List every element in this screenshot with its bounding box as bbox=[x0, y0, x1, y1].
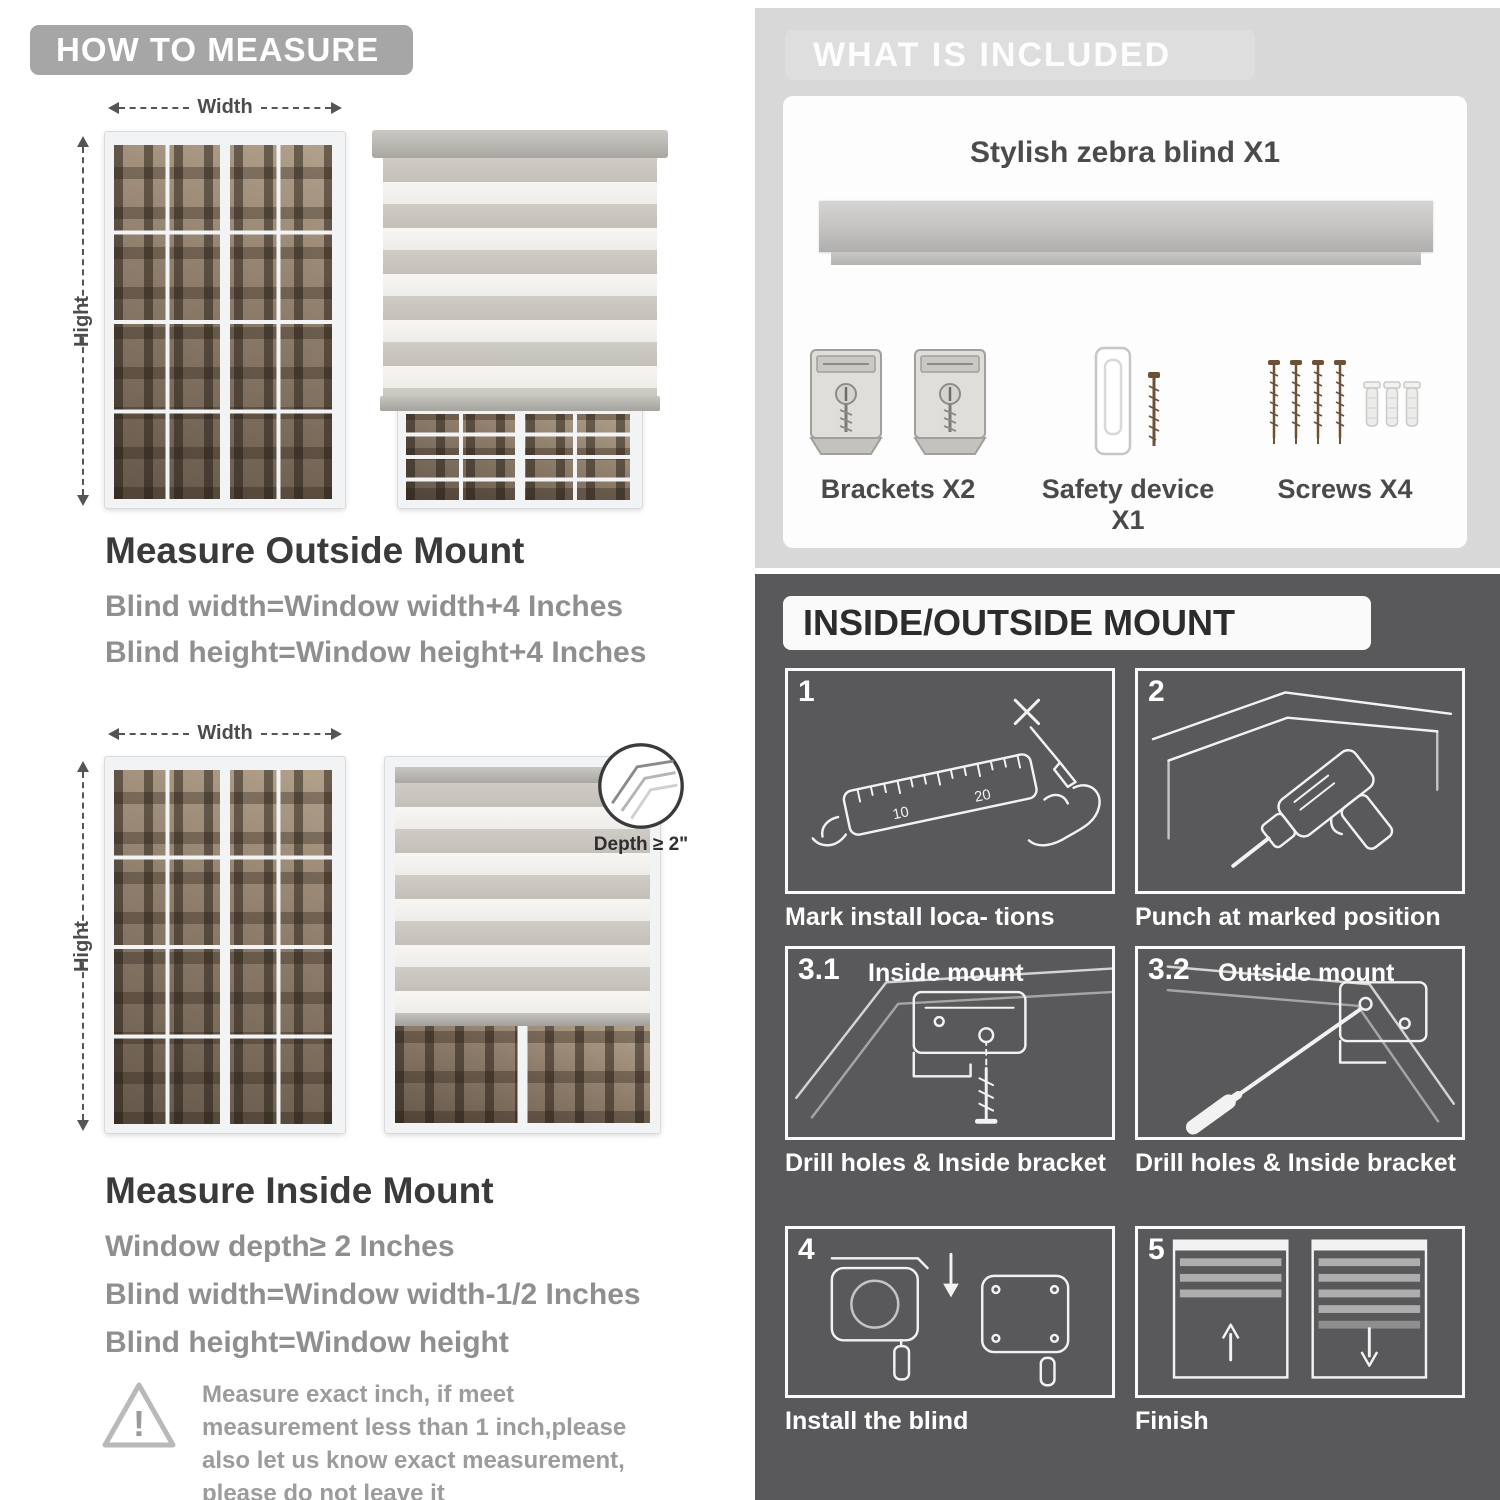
brackets-label: Brackets X2 bbox=[820, 474, 976, 504]
step-caption: Mark install loca- tions bbox=[785, 903, 1055, 931]
inside-mount-rule-3: Blind height=Window height bbox=[105, 1326, 509, 1359]
mount-header: INSIDE/OUTSIDE MOUNT bbox=[783, 596, 1371, 650]
safety-device-icon bbox=[1094, 346, 1160, 456]
arrow-down-icon bbox=[77, 495, 89, 506]
measure-warning: ! Measure exact inch, if meet measuremen… bbox=[100, 1378, 690, 1500]
screws-label: Screws X4 bbox=[1277, 474, 1413, 504]
height-label: Hight bbox=[71, 920, 94, 972]
window-lower-photo bbox=[395, 1026, 650, 1123]
window-under-blind bbox=[398, 402, 642, 508]
svg-text:!: ! bbox=[133, 1403, 145, 1444]
window-photo-outside bbox=[105, 132, 345, 508]
step-1-box: 10 20 1 bbox=[785, 668, 1115, 894]
blind-cassette bbox=[372, 130, 668, 158]
inside-mount-rule-2: Blind width=Window width-1/2 Inches bbox=[105, 1278, 641, 1311]
included-item-brackets: Brackets X2 bbox=[798, 346, 998, 505]
step-3-2: 3.2 Outside mount Drill holes & Inside b… bbox=[1135, 946, 1465, 1178]
step-caption: Drill holes & Inside bracket bbox=[1135, 1149, 1456, 1177]
blind-bottom-rail bbox=[395, 1013, 650, 1026]
depth-label: Depth ≥ 2" bbox=[593, 834, 689, 855]
step-4: 4 Install the blind bbox=[785, 1226, 1115, 1436]
step-caption: Punch at marked position bbox=[1135, 903, 1441, 931]
step-3-2-box: 3.2 Outside mount bbox=[1135, 946, 1465, 1140]
step-caption: Drill holes & Inside bracket bbox=[785, 1149, 1106, 1177]
height-measure-arrow-outside: Hight bbox=[70, 136, 96, 506]
depth-detail-callout: Depth ≥ 2" bbox=[576, 740, 706, 856]
arrow-up-icon bbox=[77, 136, 89, 147]
arrow-right-icon bbox=[331, 727, 343, 740]
ruler-mark: 20 bbox=[973, 787, 992, 806]
included-card: Stylish zebra blind X1 bbox=[783, 96, 1467, 548]
step-4-box: 4 bbox=[785, 1226, 1115, 1398]
outside-mount-rule-2: Blind height=Window height+4 Inches bbox=[105, 636, 647, 669]
step-label: Inside mount bbox=[868, 959, 1024, 987]
zebra-fabric bbox=[383, 158, 657, 396]
drill-illustration bbox=[1151, 691, 1453, 868]
inside-mount-title: Measure Inside Mount bbox=[105, 1170, 494, 1211]
width-measure-arrow-inside: Width bbox=[108, 722, 343, 745]
included-item-screws: Screws X4 bbox=[1255, 346, 1435, 505]
step-1: 10 20 1 Mark install loca- tions bbox=[785, 668, 1115, 932]
ruler-mark: 10 bbox=[891, 804, 910, 823]
width-measure-arrow-outside: Width bbox=[108, 96, 343, 119]
outside-mount-title: Measure Outside Mount bbox=[105, 530, 525, 571]
what-is-included-header: WHAT IS INCLUDED bbox=[785, 30, 1255, 80]
arrow-right-icon bbox=[331, 101, 343, 114]
brackets-icon bbox=[809, 348, 987, 456]
how-to-measure-header: HOW TO MEASURE bbox=[30, 25, 413, 75]
mount-instructions-section: INSIDE/OUTSIDE MOUNT 10 20 bbox=[755, 574, 1500, 1500]
arrow-left-icon bbox=[108, 101, 119, 114]
what-is-included-section: WHAT IS INCLUDED Stylish zebra blind X1 bbox=[755, 8, 1500, 568]
step-caption: Install the blind bbox=[785, 1407, 969, 1435]
inside-bracket-illustration bbox=[795, 967, 1112, 1124]
step-number: 3.1 bbox=[798, 953, 840, 986]
depth-zoom-circle-icon bbox=[598, 743, 684, 829]
headrail-lip bbox=[831, 252, 1421, 265]
height-label: Hight bbox=[71, 295, 94, 347]
zebra-blind-label: Stylish zebra blind X1 bbox=[969, 136, 1281, 169]
inside-mount-blind-illustration bbox=[385, 757, 660, 1133]
step-3-1: 3.1 Inside mount Drill holes & Inside br… bbox=[785, 946, 1115, 1178]
arrow-left-icon bbox=[108, 727, 119, 740]
outside-mount-rule-1: Blind width=Window width+4 Inches bbox=[105, 590, 624, 623]
width-label: Width bbox=[197, 722, 253, 744]
step-5: 5 Finish bbox=[1135, 1226, 1465, 1436]
mark-locations-illustration: 10 20 bbox=[811, 698, 1101, 847]
window-muntins bbox=[114, 141, 336, 499]
height-measure-arrow-inside: Hight bbox=[70, 761, 96, 1131]
step-2: 2 Punch at marked position bbox=[1135, 668, 1465, 932]
step-3-1-box: 3.1 Inside mount bbox=[785, 946, 1115, 1140]
step-number: 2 bbox=[1148, 675, 1165, 708]
step-number: 4 bbox=[798, 1233, 815, 1266]
inside-mount-rule-1: Window depth≥ 2 Inches bbox=[105, 1230, 455, 1263]
outside-bracket-illustration bbox=[1166, 965, 1455, 1135]
step-2-box: 2 bbox=[1135, 668, 1465, 894]
arrow-down-icon bbox=[77, 1120, 89, 1131]
included-item-safety-device: Safety device X1 bbox=[1028, 346, 1228, 536]
window-photo-inside bbox=[105, 757, 345, 1133]
width-label: Width bbox=[197, 96, 253, 118]
safety-device-label: Safety device X1 bbox=[1041, 474, 1215, 535]
install-blind-illustration bbox=[830, 1252, 1070, 1387]
warning-triangle-icon: ! bbox=[102, 1382, 176, 1448]
step-number: 3.2 bbox=[1148, 953, 1190, 986]
outside-mount-blind-illustration bbox=[372, 130, 668, 510]
step-number: 5 bbox=[1148, 1233, 1165, 1266]
zebra-blind-headrail bbox=[819, 200, 1433, 252]
step-number: 1 bbox=[798, 675, 815, 708]
zebra-fabric bbox=[395, 783, 650, 1013]
step-label: Outside mount bbox=[1218, 959, 1395, 987]
blind-bottom-rail bbox=[380, 396, 660, 411]
screws-icon bbox=[1266, 358, 1421, 446]
blind-cassette bbox=[395, 767, 650, 783]
arrow-up-icon bbox=[77, 761, 89, 772]
step-5-box: 5 bbox=[1135, 1226, 1465, 1398]
step-caption: Finish bbox=[1135, 1407, 1209, 1435]
warning-text: Measure exact inch, if meet measurement … bbox=[202, 1381, 627, 1500]
finish-illustration bbox=[1172, 1239, 1428, 1379]
